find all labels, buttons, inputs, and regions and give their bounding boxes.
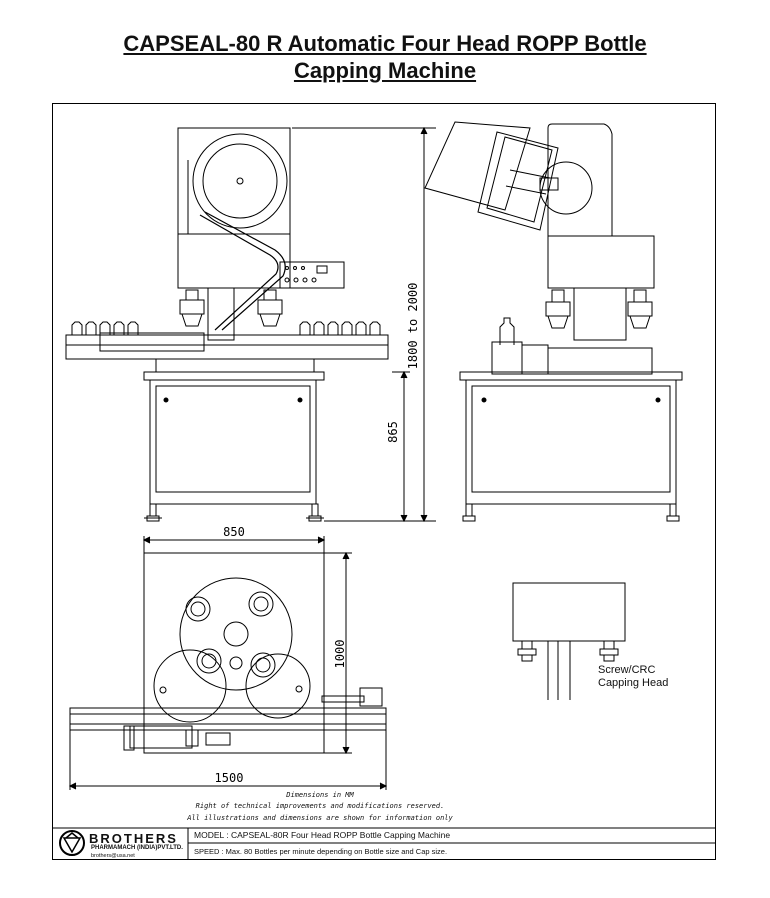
dim-table-height: 865 [386, 421, 400, 443]
height-dimensions [292, 126, 436, 523]
footer-speed: SPEED : Max. 80 Bottles per minute depen… [194, 847, 448, 856]
company-email: brothers@usa.net [91, 853, 135, 859]
capping-head-detail [512, 582, 626, 700]
front-table-top [143, 371, 325, 381]
plan-machine-outline [143, 552, 325, 754]
plan-view [68, 536, 388, 790]
detail-label-line-2: Capping Head [598, 677, 669, 689]
dim-plan-depth: 1000 [333, 640, 347, 669]
dim-front-width: 850 [223, 525, 245, 539]
company-name: BROTHERS [89, 831, 178, 846]
footer-model: MODEL : CAPSEAL-80R Four Head ROPP Bottl… [194, 830, 451, 840]
front-head-housing [177, 233, 291, 289]
plan-conveyor [69, 707, 387, 731]
drawing-title-line-1: CAPSEAL-80 R Automatic Four Head ROPP Bo… [123, 31, 647, 56]
detail-label-line-1: Screw/CRC [598, 664, 656, 676]
company-logo [59, 830, 85, 856]
dim-plan-width: 1500 [215, 771, 244, 785]
front-cabinet [155, 385, 311, 493]
front-hopper-bowl [192, 133, 288, 229]
note-rights: Right of technical improvements and modi… [195, 802, 445, 810]
company-subtitle: PHARMAMACH (INDIA)PVT.LTD. [91, 845, 183, 851]
side-motor-housing [547, 123, 613, 237]
front-hopper-box [177, 127, 291, 235]
drawing-frame [52, 103, 716, 860]
front-control-panel [279, 261, 345, 289]
title-block [52, 827, 716, 860]
drawing-title-line-2: Capping Machine [293, 58, 477, 83]
side-tilted-hopper [424, 121, 531, 211]
side-view [424, 121, 683, 522]
dim-height-range: 1800 to 2000 [406, 283, 420, 370]
front-view [65, 127, 389, 522]
note-units: Dimensions in MM [286, 791, 354, 799]
note-disclaimer: All illustrations and dimensions are sho… [187, 814, 453, 822]
